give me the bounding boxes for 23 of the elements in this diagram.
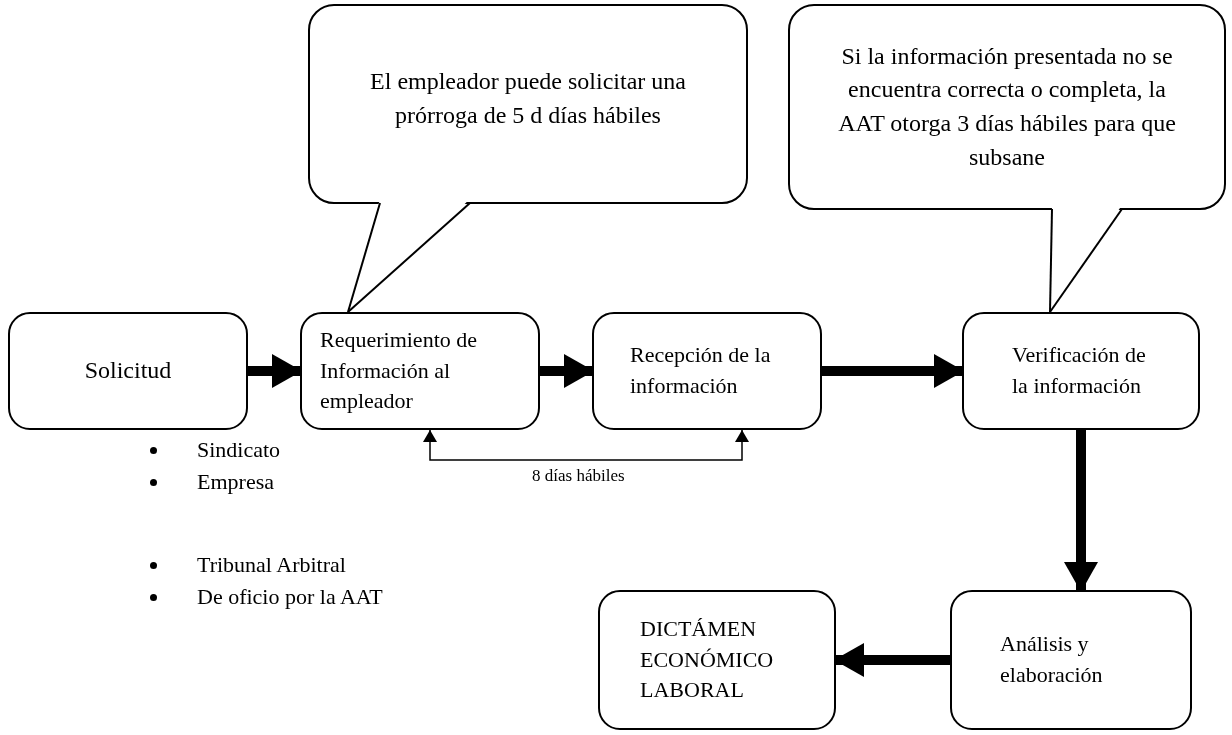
speech-bubble	[788, 4, 1226, 210]
block-arrow	[540, 354, 594, 388]
box-label: Requerimiento de Información al empleador	[320, 325, 478, 416]
list-item: Empresa	[197, 469, 274, 495]
box-label: DICTÁMEN ECONÓMICO LABORAL	[640, 614, 775, 705]
block-arrow	[822, 354, 964, 388]
process-box	[592, 312, 822, 430]
list-item: Tribunal Arbitral	[197, 552, 346, 578]
block-arrow	[1064, 430, 1098, 592]
box-label: Solicitud	[84, 356, 172, 386]
process-box	[8, 312, 248, 430]
list-item: Sindicato	[197, 437, 281, 463]
block-arrow	[834, 643, 950, 677]
list-item: De oficio por la AAT	[197, 584, 383, 610]
arrow	[423, 429, 749, 461]
block-arrow	[248, 354, 302, 388]
box-label: Recepción de la información	[630, 341, 772, 400]
box-label: Verificación de la información	[1012, 341, 1147, 400]
box-label: El empleador puede solicitar una prórroga de 5 d días hábiles	[370, 67, 686, 130]
process-box	[598, 590, 836, 730]
box-label: Análisis y elaboración	[1000, 630, 1104, 689]
process-box	[950, 590, 1192, 730]
box-label: Si la información presentada no se encuentra correcta o completa, la AAT otorga 3 días hábiles para que subsane	[837, 41, 1177, 172]
